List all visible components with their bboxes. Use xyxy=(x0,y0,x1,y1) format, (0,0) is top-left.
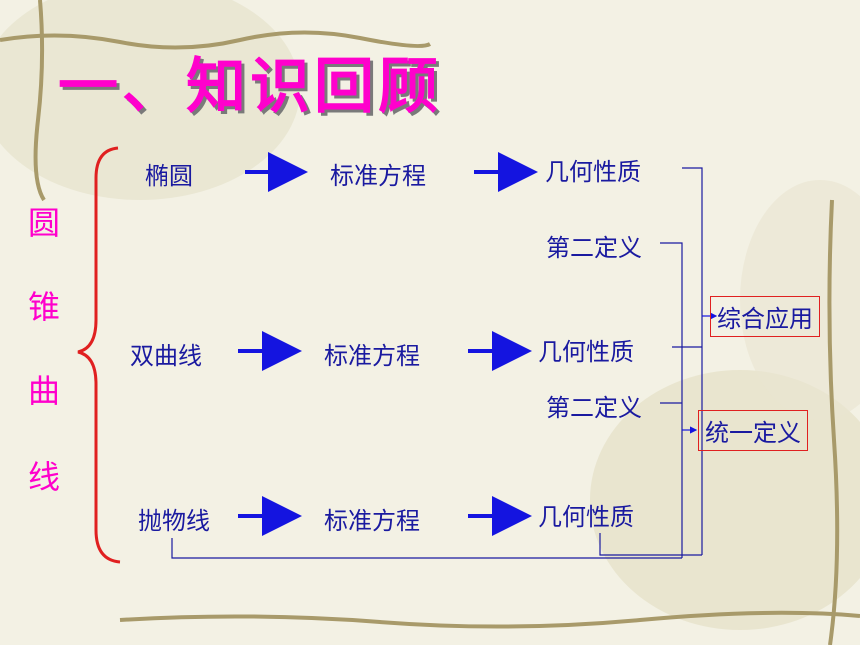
node-ellipse-equation: 标准方程 xyxy=(330,162,426,190)
node-hyperbola-equation: 标准方程 xyxy=(324,342,420,370)
node-ellipse-property: 几何性质 xyxy=(545,158,641,186)
side-title-char-1: 圆 xyxy=(28,204,61,242)
node-ellipse: 椭圆 xyxy=(145,162,193,190)
node-parabola: 抛物线 xyxy=(138,507,210,535)
left-brace xyxy=(77,146,121,564)
node-hyperbola-property: 几何性质 xyxy=(538,338,634,366)
node-hyperbola-second-def: 第二定义 xyxy=(546,394,642,422)
node-parabola-property: 几何性质 xyxy=(538,503,634,531)
node-ellipse-second-def: 第二定义 xyxy=(546,234,642,262)
node-hyperbola: 双曲线 xyxy=(130,342,202,370)
node-parabola-equation: 标准方程 xyxy=(324,507,420,535)
side-title-char-2: 锥 xyxy=(28,288,61,326)
outcome-application: 综合应用 xyxy=(710,296,820,337)
side-title-char-3: 曲 xyxy=(28,372,61,410)
side-title-char-4: 线 xyxy=(28,458,61,496)
outcome-unified-definition: 统一定义 xyxy=(698,410,808,451)
page-title: 一、知识回顾 xyxy=(58,52,442,122)
